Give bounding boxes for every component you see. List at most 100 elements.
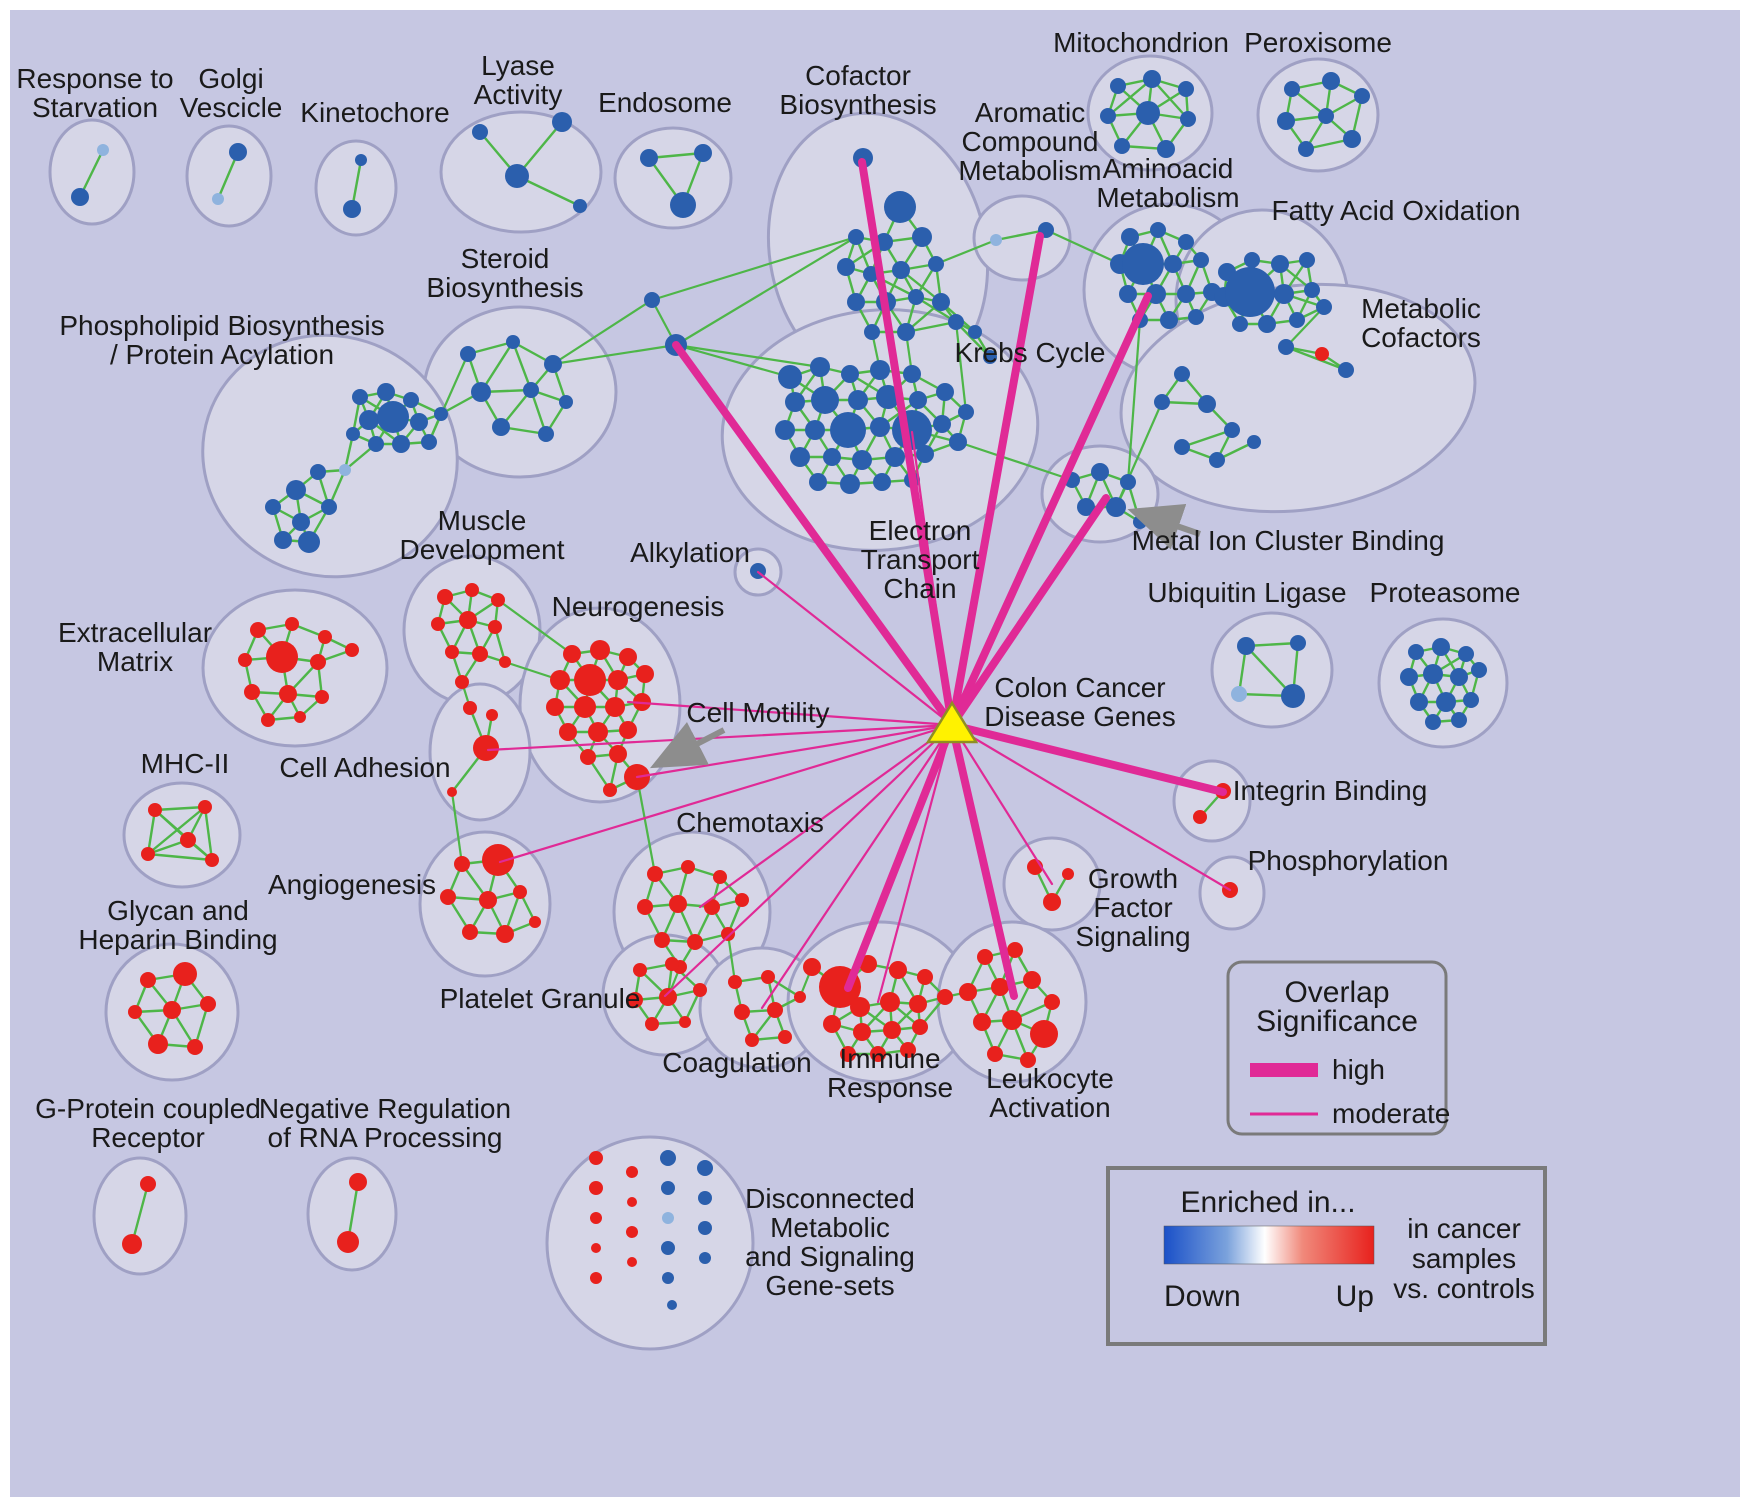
gene-set-node bbox=[544, 355, 562, 373]
gene-set-node bbox=[958, 404, 974, 420]
gene-set-node bbox=[873, 473, 891, 491]
gene-set-node bbox=[198, 800, 212, 814]
gene-set-node bbox=[949, 433, 967, 451]
gene-set-node bbox=[173, 962, 197, 986]
gene-set-node bbox=[491, 593, 505, 607]
gene-set-node bbox=[310, 654, 326, 670]
gene-set-node bbox=[640, 149, 658, 167]
legend-label-moderate: moderate bbox=[1332, 1098, 1450, 1129]
gene-set-node bbox=[654, 932, 670, 948]
gene-set-node bbox=[445, 645, 459, 659]
label-peroxisome: Peroxisome bbox=[1244, 27, 1392, 58]
gene-set-node bbox=[897, 323, 915, 341]
cluster-ellipse-ubiquitin-ligase bbox=[1210, 611, 1334, 729]
gene-set-node bbox=[917, 969, 933, 985]
gene-set-node bbox=[1121, 228, 1139, 246]
gene-set-node bbox=[987, 1046, 1003, 1062]
gene-set-overlap-edge bbox=[675, 236, 857, 346]
gene-set-node bbox=[1237, 637, 1255, 655]
gene-set-node bbox=[721, 927, 735, 941]
gene-set-node bbox=[403, 392, 419, 408]
gene-set-node bbox=[605, 697, 625, 717]
gene-set-node bbox=[1231, 686, 1247, 702]
label-cell-motility: Cell Motility bbox=[686, 697, 829, 728]
gene-set-node bbox=[830, 412, 866, 448]
gene-set-node bbox=[294, 711, 306, 723]
gene-set-node bbox=[704, 899, 720, 915]
gene-set-node bbox=[1458, 646, 1474, 662]
cell-motility-pointer bbox=[649, 722, 726, 769]
significance-edge-moderate bbox=[626, 700, 954, 727]
gene-set-node bbox=[1110, 78, 1126, 94]
gene-set-node bbox=[279, 685, 297, 703]
gene-set-node bbox=[932, 293, 950, 311]
gene-set-node bbox=[841, 365, 859, 383]
significance-edge-high bbox=[948, 721, 1018, 1000]
significance-edge-high bbox=[948, 494, 1110, 729]
gene-set-node bbox=[870, 360, 890, 380]
label-platelet-granule: Platelet Granule bbox=[440, 983, 641, 1014]
gene-set-node bbox=[1284, 81, 1300, 97]
gene-set-node bbox=[1120, 474, 1136, 490]
gene-set-node bbox=[529, 916, 541, 928]
gene-set-node bbox=[983, 350, 997, 364]
gene-set-node bbox=[713, 870, 727, 884]
gene-set-overlap-edge bbox=[651, 235, 857, 302]
gene-set-node bbox=[823, 448, 841, 466]
label-mhc-ii: MHC-II bbox=[141, 748, 230, 779]
gene-set-node bbox=[823, 1015, 841, 1033]
gene-set-node bbox=[627, 992, 643, 1008]
gene-set-node bbox=[661, 1241, 675, 1255]
label-proteasome: Proteasome bbox=[1370, 577, 1521, 608]
gene-set-node bbox=[563, 645, 581, 663]
gene-set-node bbox=[1400, 668, 1418, 686]
gene-set-node bbox=[591, 1243, 601, 1253]
gene-set-node bbox=[909, 995, 927, 1013]
gene-set-overlap-edge bbox=[635, 776, 657, 875]
significance-edge-moderate bbox=[760, 723, 954, 1010]
gene-set-overlap-edge bbox=[511, 341, 533, 391]
label-phospholipid-acylation: Phospholipid Biosynthesis/ Protein Acyla… bbox=[59, 310, 384, 370]
gene-set-node bbox=[876, 385, 900, 409]
gene-set-node bbox=[479, 891, 497, 909]
gene-set-overlap-edge bbox=[1126, 319, 1142, 483]
gene-set-node bbox=[1091, 463, 1109, 481]
gene-set-node bbox=[505, 164, 529, 188]
gene-set-overlap-edge bbox=[935, 238, 997, 266]
label-chemotaxis: Chemotaxis bbox=[676, 807, 824, 838]
gene-set-node bbox=[141, 847, 155, 861]
gene-set-node bbox=[488, 620, 502, 634]
gene-set-node bbox=[550, 670, 570, 690]
gene-set-overlap-edge bbox=[1045, 229, 1121, 265]
gene-set-node bbox=[140, 972, 156, 988]
label-neurogenesis: Neurogenesis bbox=[552, 591, 725, 622]
gene-set-node bbox=[1343, 130, 1361, 148]
gene-set-node bbox=[790, 447, 810, 467]
gene-set-node bbox=[761, 970, 775, 984]
gene-set-overlap-edge bbox=[675, 343, 821, 369]
gene-set-node bbox=[1160, 311, 1178, 329]
gene-set-node bbox=[473, 735, 499, 761]
gene-set-node bbox=[991, 978, 1009, 996]
gene-set-node bbox=[559, 723, 577, 741]
gene-set-node bbox=[870, 1046, 886, 1062]
gene-set-node bbox=[460, 346, 476, 362]
gene-set-node bbox=[200, 996, 216, 1012]
gene-set-node bbox=[1002, 1010, 1022, 1030]
gene-set-overlap-edge bbox=[1181, 428, 1233, 449]
gene-set-node bbox=[734, 1004, 750, 1020]
significance-edge-moderate bbox=[756, 570, 954, 727]
cluster-ellipse-peroxisome bbox=[1256, 57, 1380, 173]
gene-set-node bbox=[884, 191, 916, 223]
gene-set-node bbox=[1154, 394, 1170, 410]
gene-set-node bbox=[482, 844, 514, 876]
gene-set-node bbox=[588, 722, 608, 742]
gene-set-overlap-edge bbox=[957, 440, 1073, 482]
gene-set-node bbox=[645, 1017, 659, 1031]
gene-set-node bbox=[1425, 714, 1441, 730]
gene-set-node bbox=[697, 1160, 713, 1176]
